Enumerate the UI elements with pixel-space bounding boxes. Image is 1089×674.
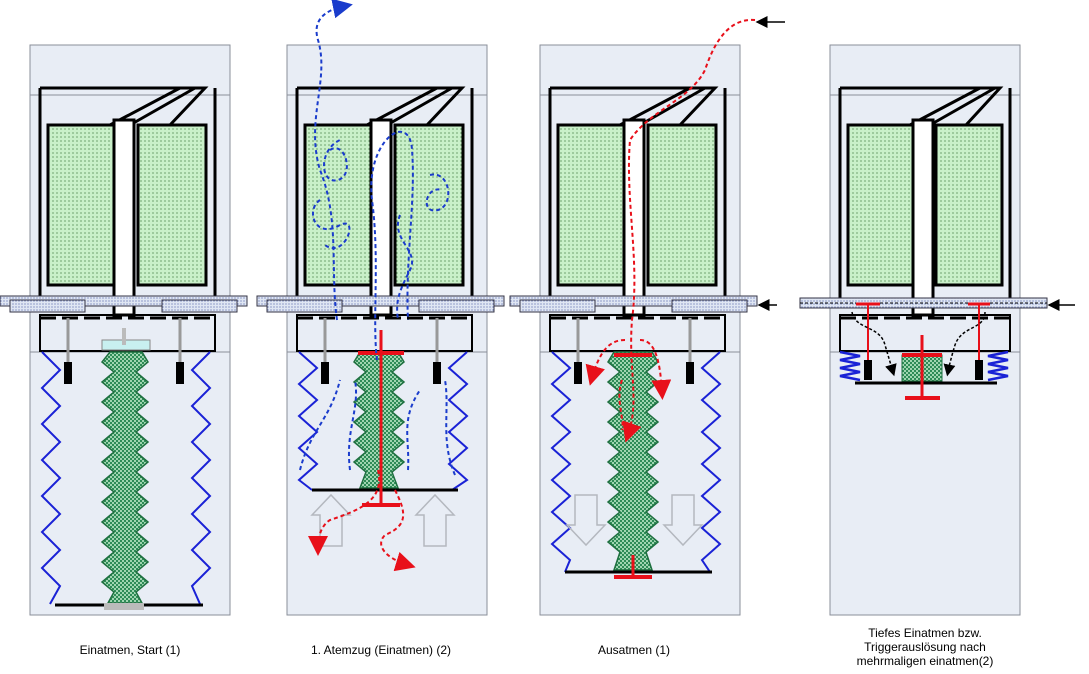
spring-left (40, 351, 62, 605)
caption-line: Tiefes Einatmen bzw. (868, 626, 982, 640)
panel-4 (799, 44, 1075, 616)
hollow-up-arrow-icon (310, 493, 352, 547)
caption-line: mehrmaligen einatmen(2) (856, 654, 994, 668)
caption-panel-1: Einatmen, Start (1) (79, 643, 181, 657)
filter-left (46, 123, 118, 287)
panel-2 (256, 0, 505, 616)
spring-right (190, 351, 212, 605)
hollow-down-arrow-icon (565, 494, 607, 547)
panel-1 (0, 44, 248, 616)
caption-panel-3: Ausatmen (1) (597, 643, 671, 657)
filter-right (136, 123, 208, 287)
exhale-flow-arrow (622, 18, 756, 443)
panel-3 (509, 16, 785, 616)
inhale-flow-arrow (314, 0, 353, 321)
slider-bar (0, 295, 248, 307)
hollow-up-arrow-icon (414, 493, 456, 547)
hollow-down-arrow-icon (662, 494, 704, 547)
caption-panel-2: 1. Atemzug (Einatmen) (2) (310, 643, 452, 657)
caption-line: Triggerauslösung nach (864, 640, 986, 654)
caption-panel-4: Tiefes Einatmen bzw. Triggerauslösung na… (805, 626, 1045, 668)
